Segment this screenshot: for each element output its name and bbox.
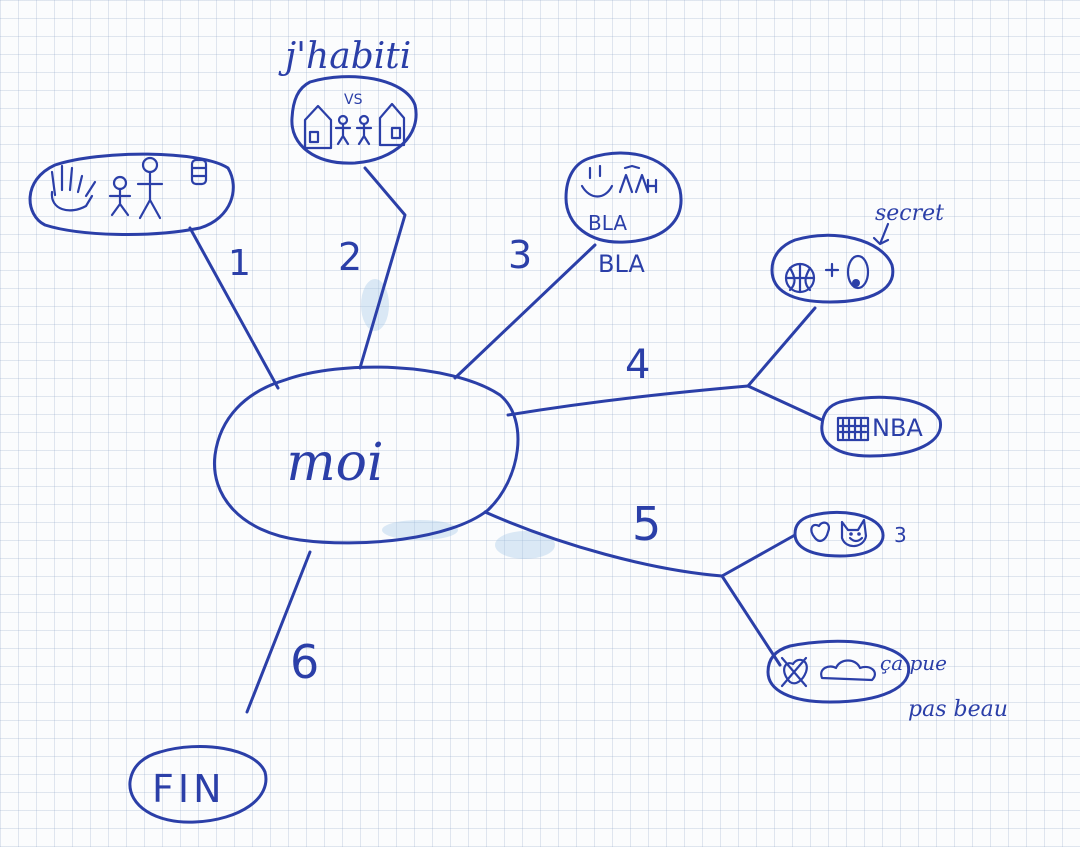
node-1 — [28, 152, 235, 236]
node-3: BLA BLA — [564, 151, 683, 278]
connector-5a — [720, 533, 797, 578]
connector-5b — [720, 574, 782, 667]
branch-numbers: 1 2 3 4 5 6 — [228, 233, 661, 689]
branch-number-1: 1 — [228, 243, 251, 284]
secret-arrow — [872, 222, 890, 246]
node-4b: NBA — [820, 395, 943, 458]
connector-4 — [506, 384, 750, 417]
node-1-bubble — [28, 152, 235, 236]
center-label: moi — [286, 433, 383, 493]
ink-smudge — [495, 531, 555, 559]
stick-figure-icon — [334, 114, 352, 146]
node-4a-bubble — [770, 233, 895, 304]
bla-below: BLA — [598, 250, 645, 278]
node-4a: secret — [770, 201, 944, 304]
plus-icon — [824, 262, 840, 278]
connector-1 — [188, 226, 280, 390]
node-5a: 3 — [793, 510, 907, 558]
fin-label: FIN — [152, 767, 226, 811]
branch-number-2: 2 — [338, 235, 362, 279]
basketball-icon — [784, 262, 816, 294]
house-icon — [378, 102, 406, 147]
vs-label: VS — [344, 92, 363, 108]
center-node: moi — [212, 365, 520, 545]
node-2-bubble — [290, 75, 418, 165]
cup-icon — [190, 158, 208, 186]
node-5b-bubble — [766, 639, 911, 704]
ca-pue-line1: ça pue — [880, 651, 947, 675]
node-6-bubble — [128, 745, 268, 824]
nba-label: NBA — [872, 414, 923, 442]
secret-label: secret — [875, 201, 944, 226]
connector-3 — [453, 243, 597, 380]
stick-figure-icon — [136, 156, 164, 220]
connector-5 — [483, 510, 724, 578]
smiley-icon — [580, 164, 614, 198]
target-icon — [846, 254, 870, 290]
habiti-caption: j'habiti — [278, 36, 411, 77]
node-2: j'habiti VS — [278, 36, 418, 165]
house-icon — [303, 104, 333, 150]
ink-smudge — [382, 520, 458, 540]
connector-4a — [746, 306, 817, 388]
three-label: 3 — [894, 523, 907, 547]
connectors — [188, 166, 824, 714]
connector-6 — [245, 550, 312, 714]
stick-figure-icon — [618, 164, 658, 194]
branch-number-3: 3 — [508, 233, 532, 277]
ca-pue-line2: pas beau — [908, 697, 1008, 722]
tv-icon — [836, 416, 870, 442]
branch-number-5: 5 — [632, 497, 661, 551]
node-5a-bubble — [793, 510, 885, 558]
connector-4b — [746, 384, 824, 422]
crossed-heart-icon — [780, 656, 808, 688]
node-3-bubble — [564, 151, 683, 244]
connector-2 — [358, 166, 407, 370]
cat-face-icon — [840, 518, 868, 548]
bla-inside: BLA — [588, 211, 627, 235]
node-4b-bubble — [820, 395, 943, 458]
stick-figure-icon — [108, 175, 132, 217]
center-bubble — [212, 365, 520, 545]
node-5b: ça pue pas beau — [766, 639, 1008, 722]
cloud-icon — [820, 659, 876, 682]
heart-icon — [810, 521, 830, 542]
stick-figure-icon — [355, 114, 373, 146]
node-6: FIN — [128, 745, 268, 824]
waving-hand-icon — [50, 164, 97, 212]
branch-number-4: 4 — [625, 342, 650, 388]
branch-number-6: 6 — [290, 635, 319, 689]
